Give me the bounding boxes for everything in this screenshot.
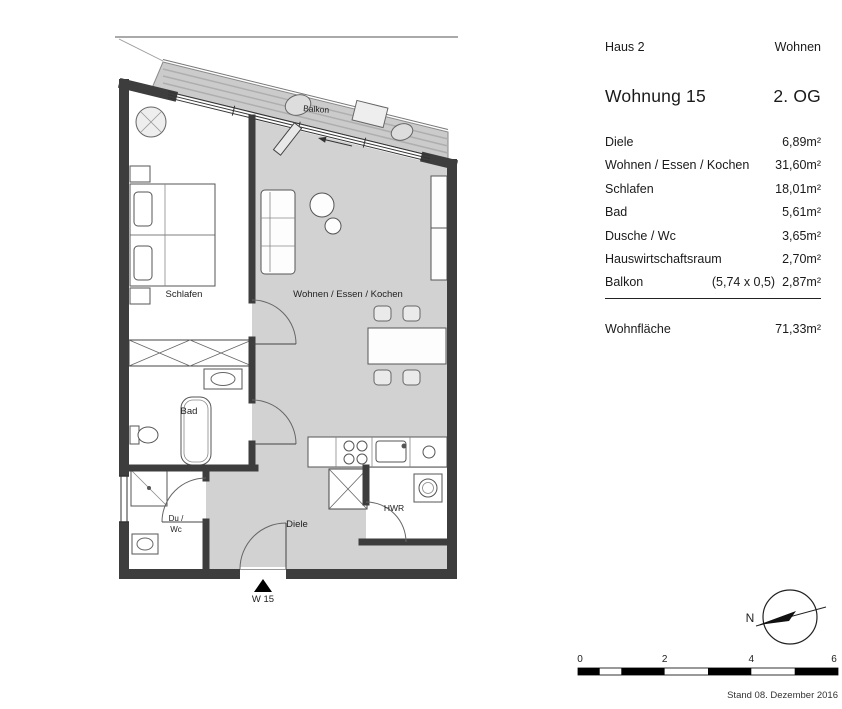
room-label-balkon: Balkon [303, 103, 330, 115]
table-row: Schlafen 18,01m² [605, 182, 821, 205]
room-areas-table: Diele 6,89m² Wohnen / Essen / Kochen 31,… [605, 135, 821, 299]
toilet-icon [129, 425, 159, 445]
bed [129, 165, 216, 305]
unit-title-row: Wohnung 15 2. OG [605, 86, 821, 107]
table-row: Bad 5,61m² [605, 205, 821, 228]
shower-icon [130, 469, 168, 507]
cooktop-icon [343, 440, 368, 465]
table-row: Wohnen / Essen / Kochen 31,60m² [605, 158, 821, 181]
room-area: 5,61m² [782, 205, 821, 220]
cabinet [430, 175, 448, 281]
room-label-du: Du / [169, 514, 184, 523]
floor-label: 2. OG [773, 86, 821, 106]
entrance: W 15 [239, 522, 287, 605]
table-row: Dusche / Wc 3,65m² [605, 229, 821, 252]
door-swings [161, 299, 407, 543]
side-table [324, 217, 342, 235]
outer-walls [117, 77, 459, 579]
balcony-plant-icon [390, 123, 414, 141]
total-label: Wohnfläche [605, 321, 671, 336]
info-panel: Haus 2 Wohnen Wohnung 15 2. OG Diele 6,8… [605, 40, 821, 336]
sink-icon [375, 440, 436, 463]
balcony-table [351, 99, 389, 129]
room-name: Schlafen [605, 181, 654, 196]
scale-tick-label: 4 [749, 654, 755, 665]
interior-walls [122, 114, 451, 573]
north-compass-icon: N [746, 589, 827, 645]
room-label-schlafen: Schlafen [166, 289, 203, 300]
scale-tick-label: 0 [577, 654, 583, 665]
side-table [309, 192, 335, 218]
projection-lines [115, 36, 458, 62]
sliding-door-arrow-icon [318, 136, 353, 147]
room-name: Diele [605, 135, 634, 149]
revision-date: Stand 08. Dezember 2016 [727, 690, 838, 701]
room-label-bad: Bad [181, 406, 198, 417]
room-label-wohnen: Wohnen / Essen / Kochen [293, 289, 403, 300]
room-area: 31,60m² [775, 158, 821, 173]
room-name: Bad [605, 205, 628, 220]
table-row: Hauswirtschaftsraum 2,70m² [605, 252, 821, 275]
balcony-door-leaf [272, 122, 303, 156]
dining-table [367, 305, 447, 386]
room-area: 6,89m² [782, 135, 821, 149]
table-row-balkon: Balkon (5,74 x 0,5) 2,87m² [605, 275, 821, 299]
unit-title: Wohnung 15 [605, 86, 706, 106]
room-label-diele: Diele [286, 519, 308, 530]
entrance-marker-icon [254, 579, 272, 592]
room-area: 2,87m² [782, 275, 821, 290]
north-label: N [746, 611, 755, 625]
scale-tick-label: 2 [662, 654, 668, 665]
total-value: 71,33m² [775, 321, 821, 336]
wardrobe-strip [128, 339, 253, 367]
room-name: Wohnen / Essen / Kochen [605, 158, 750, 173]
room-area: 3,65m² [782, 228, 821, 243]
plant-icon [135, 106, 167, 138]
room-name: Dusche / Wc [605, 228, 676, 243]
panel-header: Haus 2 Wohnen [605, 40, 821, 56]
total-area-row: Wohnfläche 71,33m² [605, 322, 821, 336]
balkon-dimensions-note: (5,74 x 0,5) [711, 275, 776, 290]
washing-machine-icon [413, 473, 443, 503]
sofa [260, 189, 296, 275]
balcony: Balkon [151, 59, 449, 161]
left-wall-window [118, 475, 129, 523]
scale-bar: 0 2 4 6 [577, 654, 839, 676]
shaft-box [328, 468, 368, 510]
kitchen-counter [307, 436, 448, 468]
scale-tick-label: 6 [831, 654, 837, 665]
category-label: Wohnen [774, 40, 821, 54]
room-area: 2,70m² [782, 251, 821, 266]
room-area: 18,01m² [775, 181, 821, 196]
small-washbasin-icon [131, 533, 159, 555]
room-label-hwr: HWR [384, 503, 404, 513]
washbasin-icon [203, 368, 243, 390]
balcony-plant-icon [284, 94, 312, 116]
table-row: Diele 6,89m² [605, 135, 821, 158]
unit-number-label: W 15 [252, 594, 274, 605]
room-label-wc: Wc [170, 525, 182, 534]
haus-label: Haus 2 [605, 40, 645, 54]
room-name: Balkon [605, 275, 644, 290]
room-name: Hauswirtschaftsraum [605, 251, 722, 266]
room-labels: Schlafen Wohnen / Essen / Kochen Bad Du … [166, 289, 405, 534]
